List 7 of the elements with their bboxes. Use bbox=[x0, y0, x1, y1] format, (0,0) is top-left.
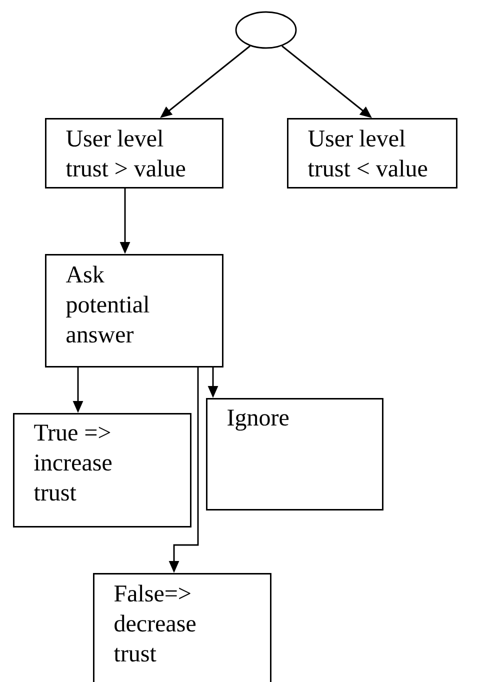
process-box: False=> decrease trust bbox=[93, 573, 272, 682]
process-box: True => increase trust bbox=[13, 413, 192, 528]
process-box: Ask potential answer bbox=[45, 254, 224, 368]
process-box: User level trust > value bbox=[45, 118, 224, 188]
process-box: User level trust < value bbox=[287, 118, 458, 188]
start-ellipse bbox=[235, 11, 297, 49]
process-box: Ignore bbox=[206, 398, 384, 510]
